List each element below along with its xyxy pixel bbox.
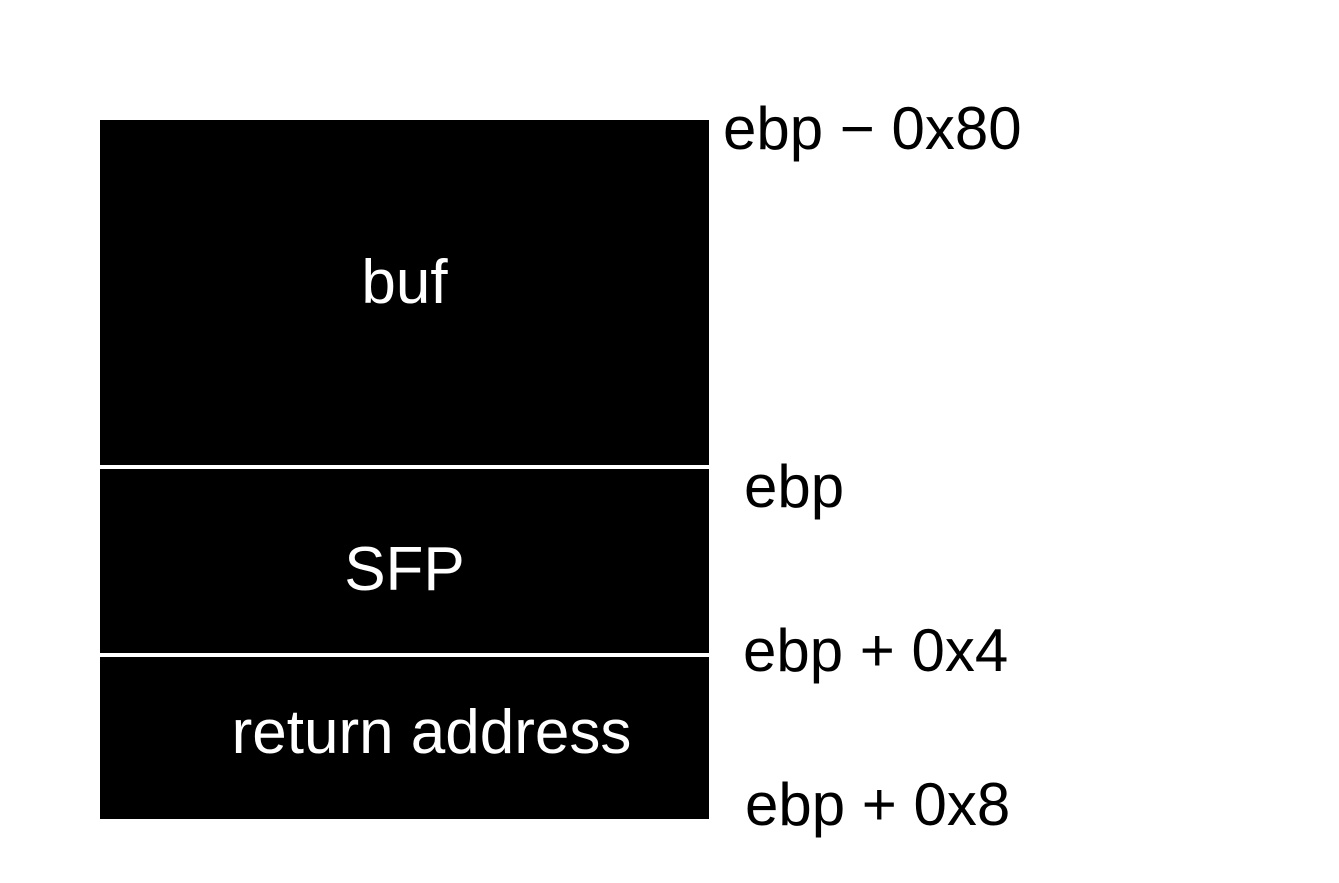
stack-section-return-address-label: return address <box>231 697 632 767</box>
divider-at-ebp <box>100 465 709 469</box>
addr-label-ebp-plus-0x4: ebp + 0x4 <box>743 617 1009 684</box>
stack-box: buf SFP return address <box>100 120 709 819</box>
stack-section-sfp-label: SFP <box>344 534 465 604</box>
stack-section-buf-label: buf <box>361 248 448 318</box>
addr-label-ebp: ebp <box>744 453 845 520</box>
stack-section-return-address: return address <box>100 657 709 819</box>
stack-section-buf: buf <box>100 120 709 465</box>
addr-label-ebp-plus-0x8: ebp + 0x8 <box>745 771 1011 838</box>
addr-label-ebp-minus-0x80: ebp − 0x80 <box>723 95 1022 162</box>
divider-at-ebp-plus-0x4 <box>100 653 709 657</box>
stack-section-sfp: SFP <box>100 469 709 653</box>
